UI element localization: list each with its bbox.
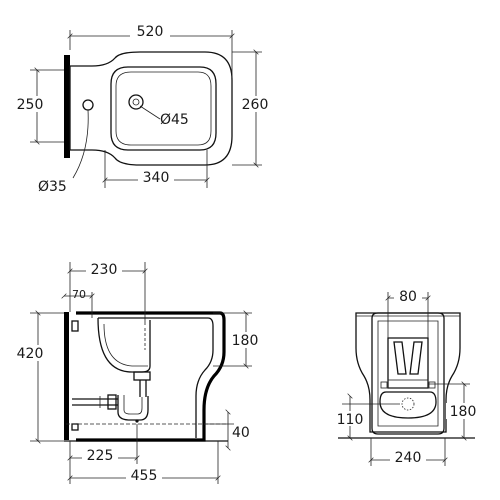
dim-240-label: 240 <box>395 450 422 466</box>
mount-hole <box>82 99 94 111</box>
dim-420-bg <box>14 345 48 361</box>
front-v-right <box>409 341 423 375</box>
dim-230-bg <box>86 261 122 277</box>
dim-250-bg <box>14 96 48 112</box>
front-knob-right <box>428 381 436 389</box>
side-bowl-curve <box>97 317 151 373</box>
dim-180-front-bg <box>446 403 482 419</box>
mount-hole-leader <box>72 109 89 179</box>
dim-240-bg <box>390 449 426 465</box>
side-bracket <box>71 320 79 332</box>
drain-inner <box>132 98 140 106</box>
dim-80-bg <box>394 289 422 302</box>
side-trap <box>117 395 149 421</box>
dim-340-label: 340 <box>143 170 170 186</box>
dim-80-label: 80 <box>399 289 417 305</box>
mount-hole-diameter-label: Ø35 <box>38 179 67 195</box>
front-drain <box>401 397 415 411</box>
dim-230-label: 230 <box>91 262 118 278</box>
front-view: 80 110 180 240 <box>334 289 482 466</box>
drain-circle <box>128 94 144 110</box>
front-body-outline <box>355 312 461 433</box>
drain-leader <box>139 105 161 120</box>
dim-455-bg <box>126 467 162 483</box>
side-fixing-dot <box>135 419 139 423</box>
top-view: 520 250 260 340 Ø45 Ø35 <box>14 24 272 195</box>
top-basin-inner <box>115 71 212 146</box>
side-body-outline <box>76 311 226 442</box>
top-basin-outline <box>110 66 217 151</box>
dim-110-label: 110 <box>337 412 364 428</box>
dim-40-label: 40 <box>232 425 250 441</box>
front-v-left <box>393 341 407 375</box>
front-bowl-lip <box>387 379 429 389</box>
side-bowl-inner <box>103 323 148 367</box>
dim-225-bg <box>82 447 118 463</box>
dim-225-label: 225 <box>87 448 114 464</box>
dim-260-label: 260 <box>242 97 269 113</box>
dim-180-side-label: 180 <box>232 333 259 349</box>
dim-180-side-bg <box>228 332 264 348</box>
front-knob-left <box>380 381 388 389</box>
front-panel-inner <box>377 320 439 427</box>
side-trap-inner <box>123 395 143 415</box>
front-panel <box>371 312 445 435</box>
side-view: 230 70 420 180 40 225 455 <box>14 261 264 484</box>
side-outlet-flange <box>107 394 117 410</box>
dim-340-bg <box>138 170 174 186</box>
side-drain-neck <box>133 371 151 381</box>
dim-250-label: 250 <box>17 97 44 113</box>
dim-180-front-label: 180 <box>450 404 477 420</box>
dim-110-bg <box>334 411 366 426</box>
front-bottom-basin <box>379 391 437 419</box>
dim-70-label: 70 <box>72 288 86 301</box>
top-body-outline <box>69 51 233 166</box>
dim-420-label: 420 <box>17 346 44 362</box>
dim-520-bg <box>130 24 170 40</box>
wall-plate <box>64 55 70 158</box>
dim-260-bg <box>238 96 272 112</box>
drain-diameter-label: Ø45 <box>160 112 189 128</box>
dim-455-label: 455 <box>131 468 158 484</box>
side-wall-plate <box>64 312 69 440</box>
side-bracket-bottom <box>71 423 79 431</box>
dim-520-label: 520 <box>137 24 164 40</box>
side-bowl-outline <box>98 317 214 438</box>
